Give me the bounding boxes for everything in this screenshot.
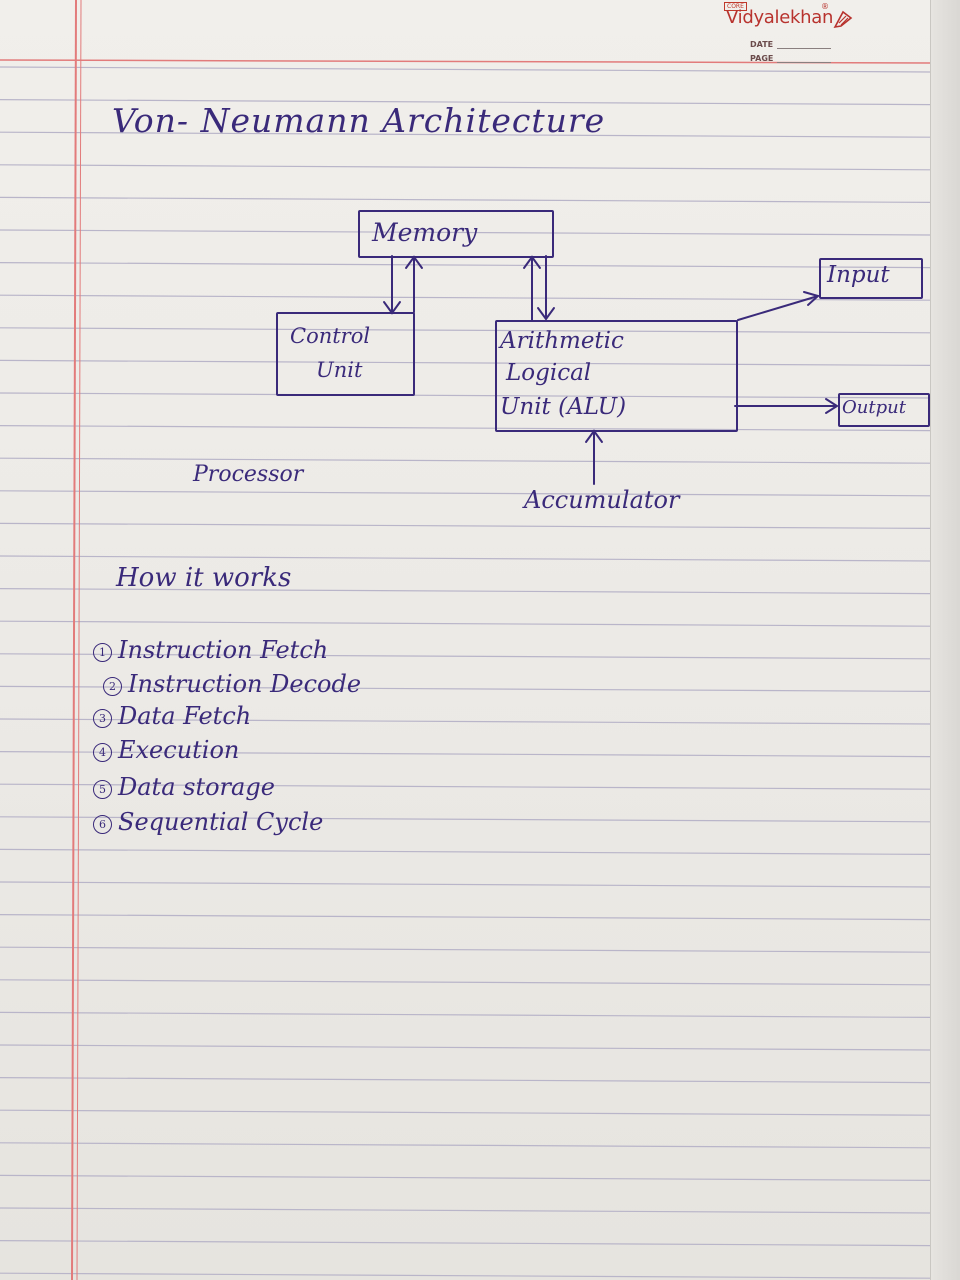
ruled-line [0, 685, 931, 693]
step-text: Instruction Fetch [118, 636, 329, 664]
ruled-line [0, 913, 931, 921]
alu-to-input-arrow [737, 295, 819, 321]
accumulator-label: Accumulator [524, 486, 680, 514]
page-edge [930, 0, 960, 1280]
alu-label-3: Unit (ALU) [500, 394, 627, 420]
ruled-line [0, 881, 931, 888]
ruled-line [0, 1076, 931, 1084]
ruled-line [0, 164, 931, 171]
how-it-works-heading: How it works [116, 563, 292, 593]
brand-tag: CORE [724, 2, 747, 11]
step-text: Instruction Decode [128, 670, 362, 698]
ruled-line [0, 718, 931, 725]
step-number: 4 [93, 743, 112, 762]
ruled-line [0, 490, 931, 497]
ruled-line [0, 294, 931, 301]
memory-box [358, 210, 554, 258]
ruled-line [0, 229, 931, 236]
ruled-line [0, 946, 931, 953]
step-number: 6 [93, 815, 112, 834]
date-label: DATE [750, 40, 774, 49]
page-line [777, 62, 831, 63]
step-number: 2 [103, 677, 122, 696]
ruled-line [0, 1109, 931, 1116]
output-box [838, 393, 930, 427]
margin-line [71, 0, 77, 1280]
page-label: PAGE [750, 54, 774, 63]
ruled-line [0, 1044, 931, 1051]
step-item: 5 Data storage [93, 775, 275, 799]
step-text: Sequential Cycle [118, 808, 324, 836]
ruled-line [0, 555, 931, 562]
margin-line [76, 0, 82, 1280]
ruled-line [0, 1174, 931, 1182]
ruled-line [0, 99, 931, 106]
page-title: Von- Neumann Architecture [112, 101, 606, 140]
brand-name: Vidyalekhan [726, 7, 834, 28]
ruled-line [0, 653, 931, 660]
step-item: 3 Data Fetch [93, 704, 251, 728]
ruled-line [0, 327, 931, 334]
alu-label-2: Logical [506, 360, 592, 386]
ruled-line [0, 1011, 931, 1019]
output-label: Output [842, 397, 906, 418]
memory-label: Memory [372, 218, 478, 247]
ruled-line [0, 1142, 931, 1149]
ruled-line [0, 457, 931, 464]
step-item: 4 Execution [93, 738, 239, 762]
brand-header: CORE Vidyalekhan ® DATE PAGE [722, 2, 853, 66]
control-unit-box [276, 312, 415, 396]
control-unit-label-1: Control [290, 324, 371, 348]
ruled-line [0, 783, 931, 790]
step-item: 2 Instruction Decode [103, 672, 361, 696]
ruled-line [0, 359, 931, 366]
step-text: Data storage [118, 773, 275, 801]
brand-logo-icon [833, 10, 853, 29]
ruled-line [0, 131, 931, 138]
ruled-line [0, 1272, 931, 1279]
processor-label: Processor [193, 462, 304, 487]
registered-mark: ® [821, 2, 829, 11]
alu-label-1: Arithmetic [500, 328, 624, 354]
ruled-line [0, 196, 931, 203]
step-item: 1 Instruction Fetch [93, 638, 328, 662]
ruled-line [0, 522, 931, 530]
alu-box [495, 320, 738, 432]
input-label: Input [827, 262, 890, 288]
step-number: 5 [93, 780, 112, 799]
ruled-line [0, 425, 931, 432]
ruled-line [0, 1239, 931, 1247]
ruled-line [0, 392, 931, 399]
header-rule-line [0, 59, 931, 64]
ruled-line [0, 66, 931, 73]
ruled-line [0, 262, 931, 269]
ruled-line [0, 587, 931, 595]
ruled-line [0, 750, 931, 758]
control-unit-label-2: Unit [316, 358, 363, 382]
ruled-line [0, 1207, 931, 1214]
ruled-line [0, 816, 931, 823]
ruled-line [0, 979, 931, 986]
date-line [777, 48, 831, 49]
ruled-line [0, 848, 931, 856]
step-item: 6 Sequential Cycle [93, 810, 323, 834]
ruled-line [0, 620, 931, 627]
step-text: Data Fetch [118, 702, 252, 730]
step-number: 1 [93, 643, 112, 662]
input-box [819, 258, 923, 299]
step-text: Execution [118, 736, 240, 764]
step-number: 3 [93, 709, 112, 728]
